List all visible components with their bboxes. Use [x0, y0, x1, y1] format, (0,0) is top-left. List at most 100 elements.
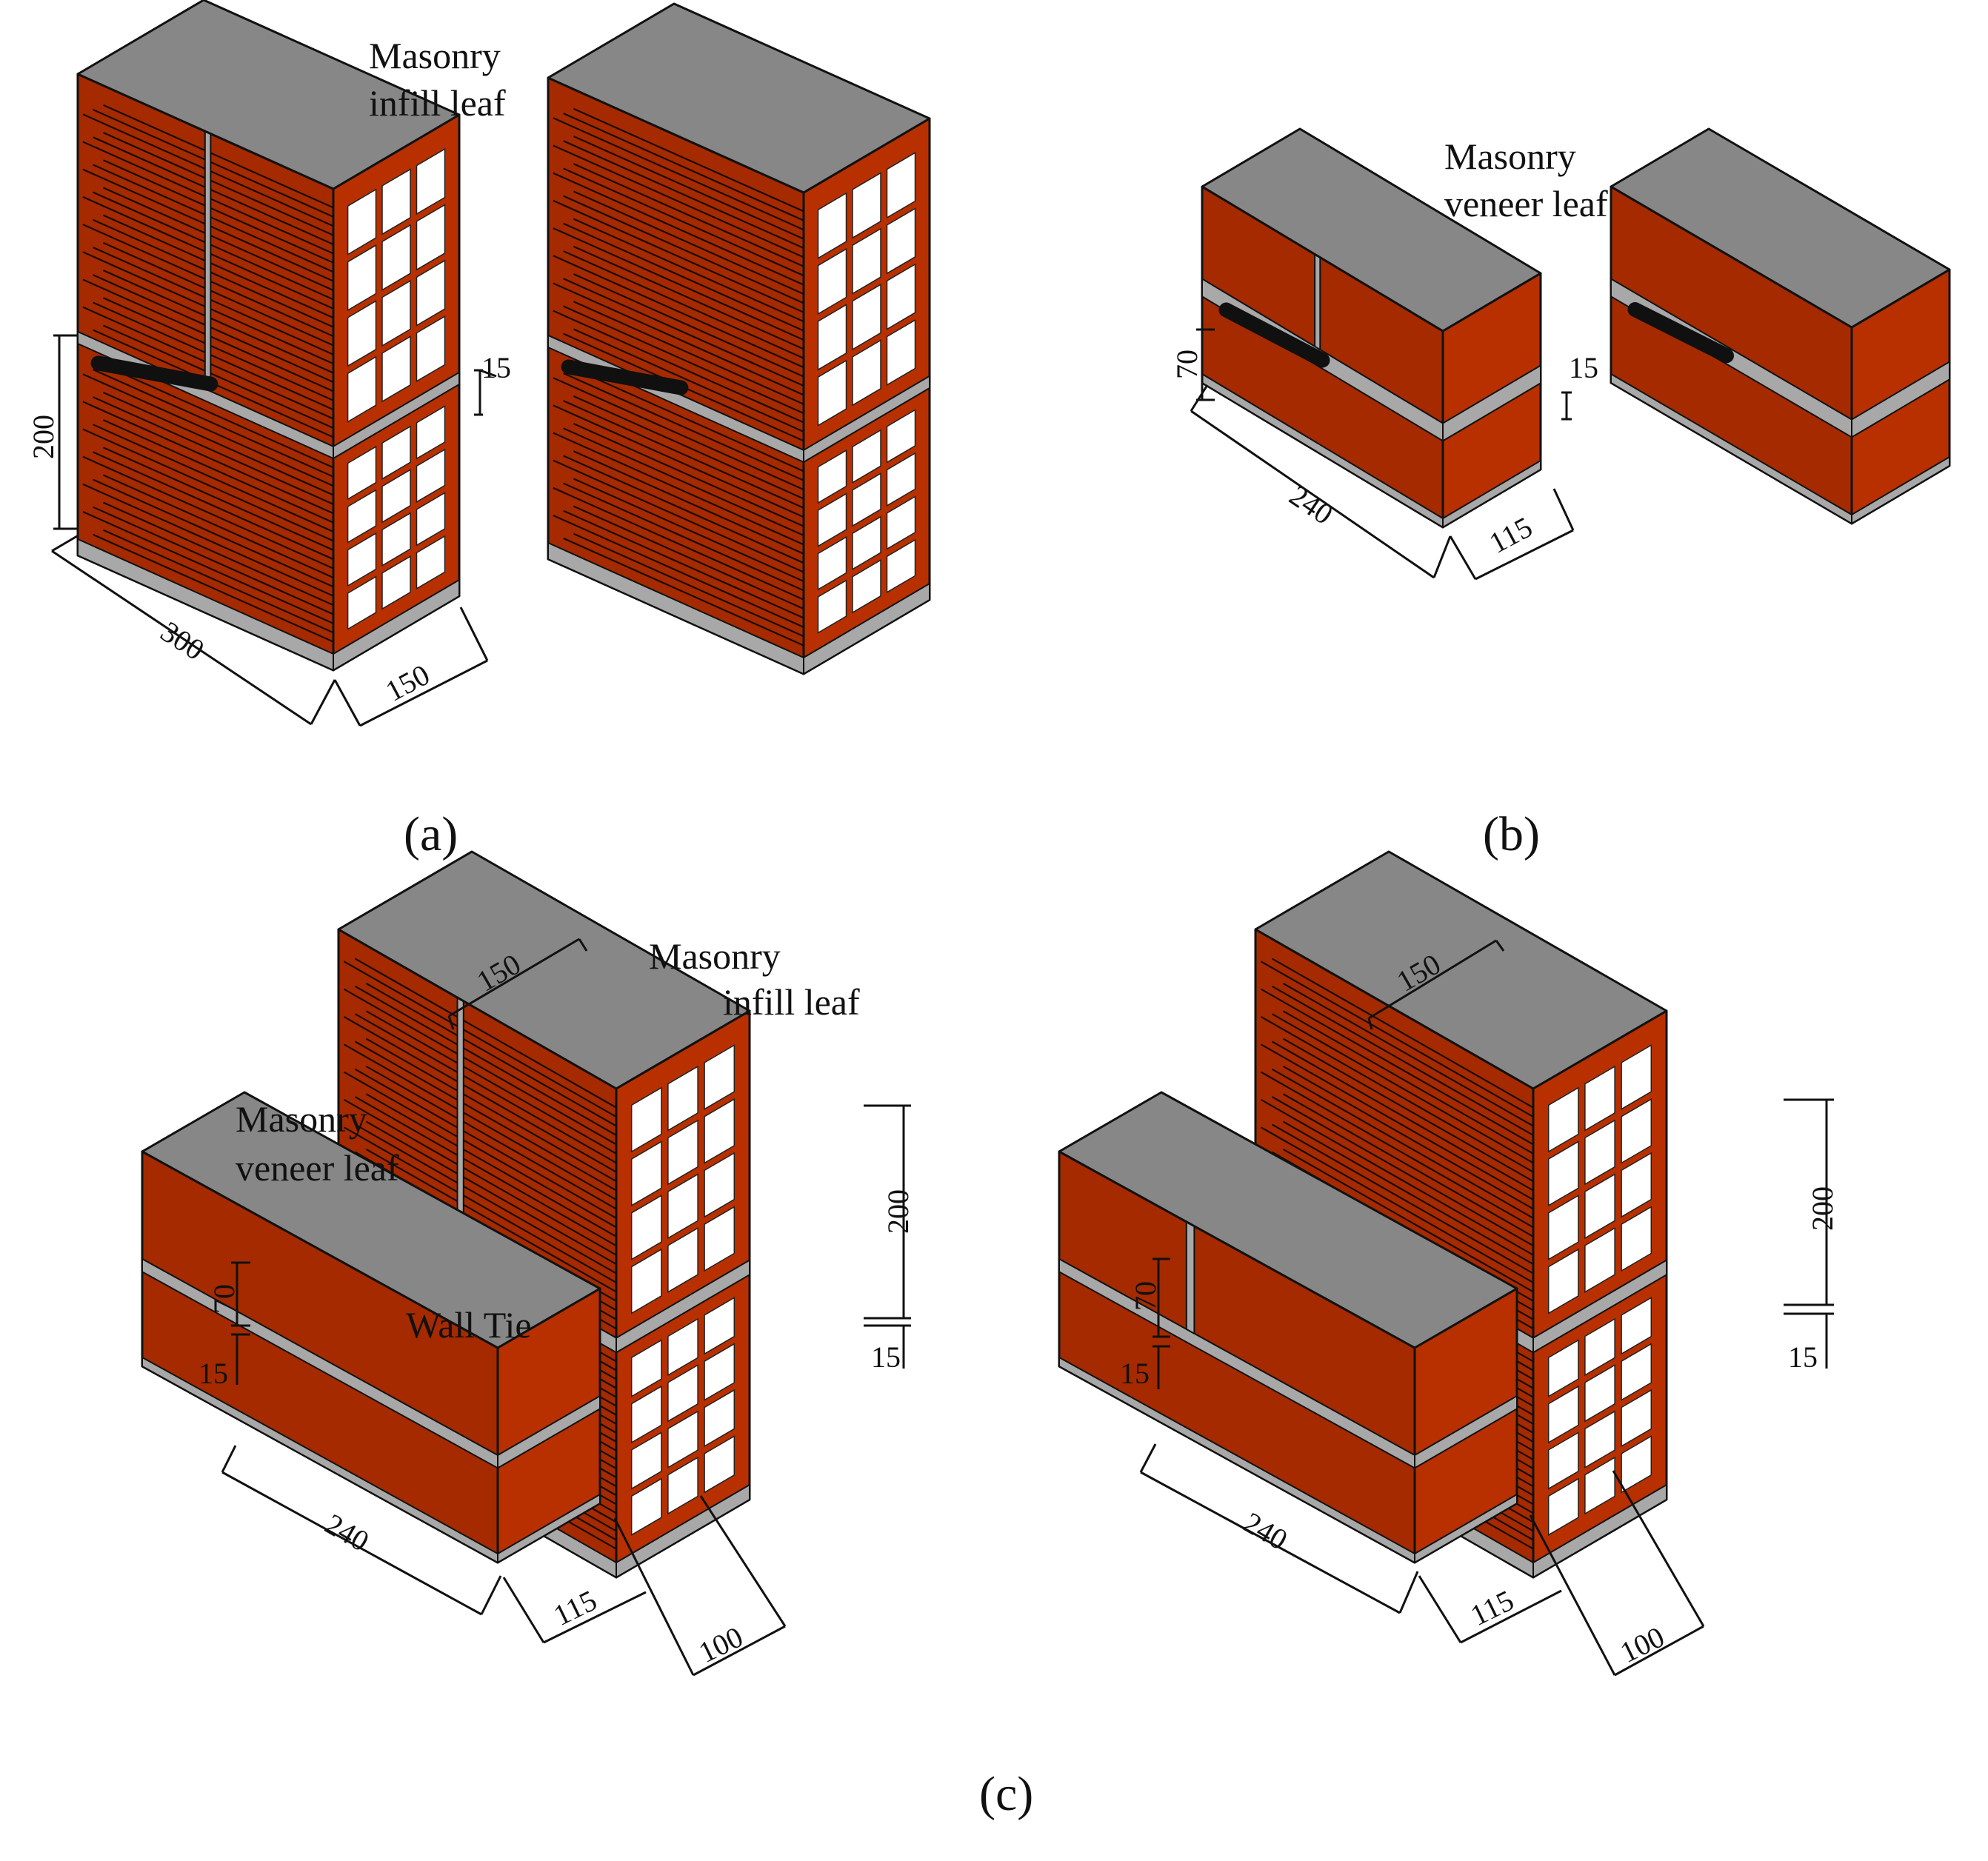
striation-line: [365, 1066, 617, 1210]
striation-line: [553, 377, 804, 491]
perforation-hole: [347, 355, 377, 423]
striation-line: [573, 273, 804, 378]
perforation-hole: [1584, 1119, 1615, 1186]
perforation-hole: [381, 468, 411, 524]
wall-tie-b2: [1627, 302, 1734, 364]
perforation-hole: [852, 472, 881, 527]
base-band: [1851, 456, 1950, 524]
striation-line: [103, 529, 334, 634]
perforation-hole: [817, 535, 847, 591]
wall-tie-b1: [1218, 302, 1330, 368]
striation-line: [553, 172, 804, 286]
caption-a: (a): [404, 807, 458, 861]
striation-line: [563, 195, 804, 304]
perforation-hole: [667, 1065, 698, 1132]
striation-line: [354, 1013, 617, 1164]
striation-line: [1271, 1096, 1534, 1247]
perforation-hole: [416, 535, 446, 590]
mortar-joint-end: [497, 1395, 601, 1469]
striation-line: [573, 532, 804, 638]
striation-line: [93, 247, 334, 355]
striation-line: [354, 958, 617, 1109]
perforation-hole: [1584, 1410, 1615, 1469]
striation-line: [1282, 1093, 1534, 1237]
wall-tie-a2: [561, 359, 689, 395]
perforation-hole: [817, 247, 847, 315]
perforation-hole: [347, 532, 377, 587]
perforation-hole: [667, 1119, 698, 1186]
base-band: [803, 583, 930, 675]
striation-line: [82, 455, 334, 569]
mortar-joint-end: [803, 375, 930, 463]
label-c-infill-masonry: Masonry: [649, 935, 781, 977]
striation-line: [365, 1093, 617, 1237]
striation-line: [563, 455, 804, 564]
perforation-hole: [1621, 1389, 1652, 1448]
dim-a-height: 200: [27, 415, 60, 459]
striation-line: [553, 404, 804, 518]
perforation-hole: [704, 1343, 736, 1401]
perforation-hole: [667, 1364, 698, 1423]
dim-c-right-joint-infill: 15: [1788, 1340, 1818, 1374]
striation-line: [343, 1043, 617, 1200]
mortar-joint-end: [1851, 361, 1950, 438]
head-joint: [1314, 253, 1321, 351]
striation-line: [1271, 1040, 1534, 1192]
perforation-hole: [347, 445, 377, 501]
base-band: [616, 1484, 750, 1578]
dim-a-joint: 15: [481, 351, 511, 384]
striation-line: [1260, 1043, 1534, 1200]
top-face: [547, 2, 931, 194]
striation-line: [93, 191, 334, 301]
striation-line: [103, 270, 334, 374]
striation-line: [82, 510, 334, 624]
striation-line: [354, 985, 617, 1136]
dimension-lines-b: [1190, 328, 1575, 581]
striation-line: [563, 509, 804, 619]
perforation-hole: [381, 512, 411, 567]
striation-line: [573, 301, 804, 405]
striation-line: [365, 1010, 617, 1155]
perforation-hole: [667, 1173, 698, 1240]
striation-line: [103, 297, 334, 401]
striation-line: [93, 451, 334, 561]
perforation-hole: [630, 1385, 662, 1444]
perforation-hole: [381, 335, 411, 403]
striation-line: [553, 255, 804, 369]
dim-c-left-joint-infill: 15: [871, 1340, 901, 1374]
panel-c: 150 200 15 70 15 240 115 100 150 200 15 …: [141, 850, 1839, 1821]
top-face: [1254, 850, 1668, 1090]
perforation-hole: [1621, 1044, 1652, 1111]
top-face: [76, 0, 461, 190]
perforation-hole: [416, 147, 446, 215]
top-face: [1058, 1091, 1518, 1349]
perforation-hole: [704, 1097, 736, 1164]
caption-c: (c): [979, 1767, 1033, 1821]
panel-b: 240 115 70 15 Masonry veneer leaf (b): [1170, 127, 1951, 861]
striation-line: [553, 117, 804, 231]
striation-line: [573, 328, 804, 432]
wall-tie-a1: [90, 355, 219, 392]
perforation-hole: [1547, 1431, 1579, 1490]
striation-line: [573, 107, 804, 213]
striation-line: [82, 483, 334, 597]
perforation-hole: [1547, 1086, 1579, 1153]
perforation-hole: [416, 492, 446, 547]
top-face: [141, 1091, 601, 1349]
striation-line: [365, 1148, 617, 1293]
dim-b-joint: 15: [1569, 351, 1598, 384]
dim-c-right-joint-veneer: 15: [1120, 1357, 1150, 1390]
perforation-hole: [630, 1431, 662, 1490]
perforation-hole: [817, 449, 847, 504]
tied-assembly-right: [1058, 850, 1668, 1579]
infill-specimen-with-tie: [76, 0, 461, 672]
striation-line: [1271, 958, 1534, 1109]
striation-line: [573, 218, 804, 323]
perforation-hole: [347, 244, 377, 312]
dimension-lines-c-right: [1139, 939, 1834, 1677]
perforation-hole: [817, 359, 847, 427]
perforation-hole: [886, 263, 916, 330]
perforation-hole: [704, 1296, 736, 1355]
striation-line: [103, 187, 334, 291]
perforation-hole: [667, 1227, 698, 1294]
